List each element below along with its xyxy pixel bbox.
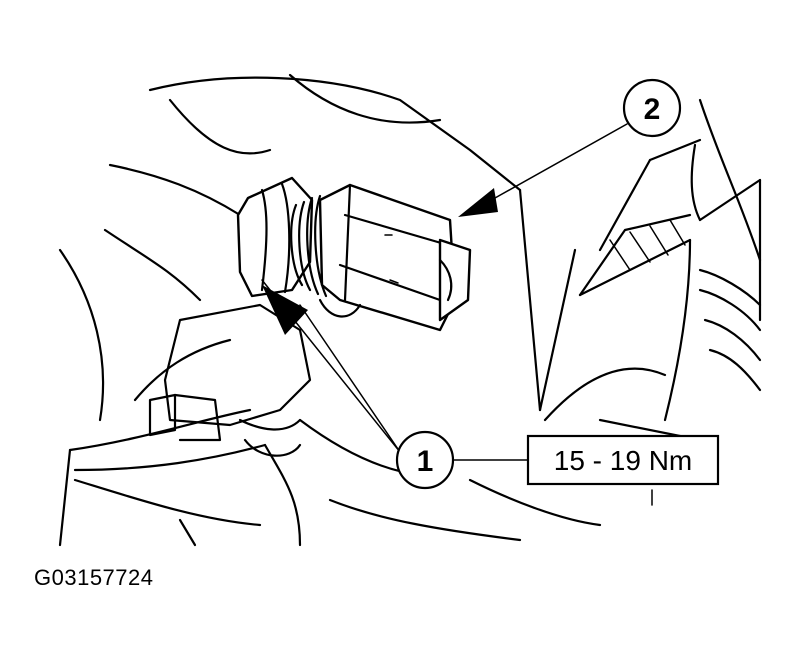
torque-spec-box: 15 - 19 Nm (526, 434, 720, 486)
torque-spec-label: 15 - 19 Nm (554, 445, 693, 476)
mounting-bracket (148, 303, 312, 457)
arrow-callout-1 (262, 285, 308, 335)
callout-2: 2 (622, 78, 682, 138)
callout-1-label: 1 (417, 445, 434, 478)
callout-2-label: 2 (644, 93, 661, 126)
right-housing (468, 98, 762, 527)
sensor-assembly (236, 176, 472, 332)
arrow-callout-2 (458, 188, 498, 217)
figure-id: G03157724 (34, 565, 154, 590)
callout-1: 1 (395, 430, 455, 490)
